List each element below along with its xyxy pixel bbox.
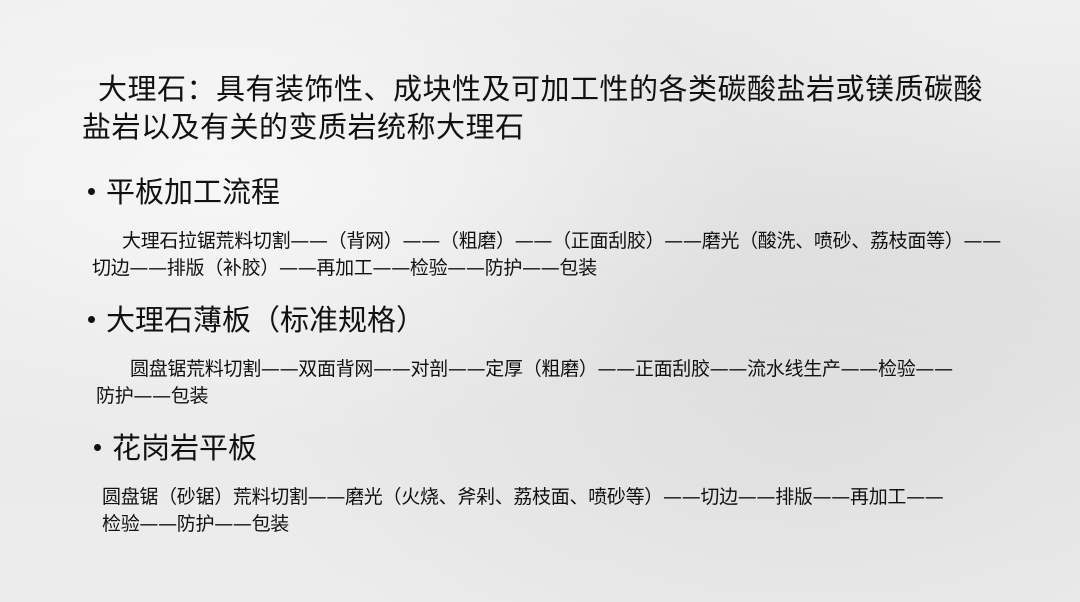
section-body-slab-process: 大理石拉锯荒料切割——（背网）——（粗磨）——（正面刮胶）——磨光（酸洗、喷砂、… — [92, 230, 1001, 279]
section-body-thin-slab: 圆盘锯荒料切割——双面背网——对剖——定厚（粗磨）——正面刮胶——流水线生产——… — [96, 358, 953, 407]
section-body-granite-slab: 圆盘锯（砂锯）荒料切割——磨光（火烧、斧剁、荔枝面、喷砂等）——切边——排版——… — [102, 486, 944, 535]
section-heading-text: 平板加工流程 — [106, 175, 281, 209]
section-heading-text: 大理石薄板（标准规格） — [106, 303, 426, 337]
section-heading-slab-process: 平板加工流程 — [88, 174, 280, 210]
slide-title: 大理石：具有装饰性、成块性及可加工性的各类碳酸盐岩或镁质碳酸盐岩以及有关的变质岩… — [82, 70, 1012, 146]
section-heading-thin-slab: 大理石薄板（标准规格） — [88, 302, 425, 338]
section-heading-text: 花岗岩平板 — [112, 431, 258, 465]
bullet-icon — [88, 315, 95, 323]
bullet-icon — [94, 443, 101, 451]
section-heading-granite-slab: 花岗岩平板 — [94, 430, 257, 466]
bullet-icon — [88, 187, 95, 195]
slide-title-text: 大理石：具有装饰性、成块性及可加工性的各类碳酸盐岩或镁质碳酸盐岩以及有关的变质岩… — [82, 72, 984, 144]
